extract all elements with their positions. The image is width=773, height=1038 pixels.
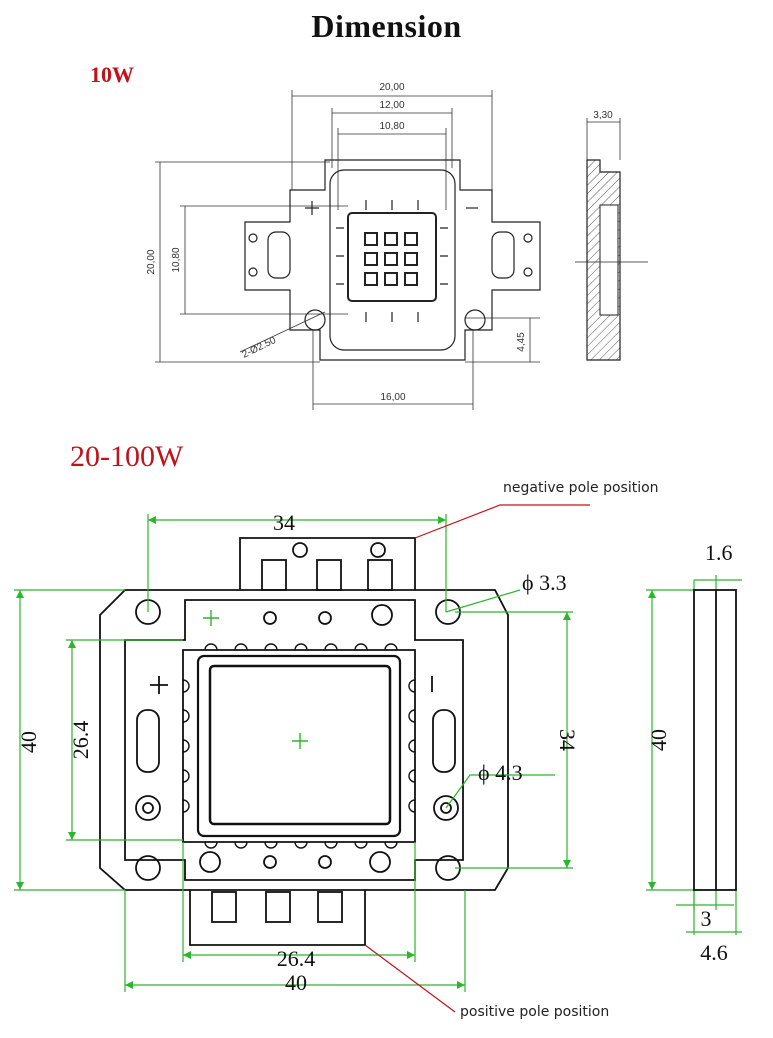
die-window [208, 664, 392, 826]
dimensions-10w [155, 90, 621, 410]
led-10w-pin-left-bot [248, 267, 258, 277]
die-frame-notches [182, 643, 416, 849]
led-10w-chips [364, 232, 418, 286]
dim-hole-large: ϕ 4.3 [478, 760, 523, 785]
dim-hole-small: ϕ 3.3 [522, 570, 567, 595]
annotation-positive-pole: positive pole position [460, 1004, 609, 1020]
dim-side-bottom-outer: 4.6 [700, 940, 728, 965]
dim-inner-height: 26.4 [68, 721, 93, 760]
dimensions-20w [14, 514, 742, 992]
dim-top-width: 34 [273, 510, 295, 535]
led-10w-recess [329, 169, 456, 351]
led-10w-hole-right [464, 309, 486, 331]
annotation-leaders [364, 504, 590, 1013]
led-10w-pin-right-bot [523, 267, 533, 277]
led-10w-slot-right [491, 231, 515, 279]
side-view-20w [693, 589, 737, 891]
dim-bottom-inner: 26.4 [277, 946, 316, 971]
dim-10w-bottom: 16,00 [380, 392, 405, 403]
plus-mark-20w [150, 676, 168, 694]
dim-10w-offset: 4,45 [516, 332, 527, 352]
center-marks [203, 610, 308, 749]
dim-bottom-outer: 40 [285, 970, 307, 995]
section-label-10w: 10W [90, 62, 134, 87]
top-tab [239, 537, 416, 590]
dim-side-thickness: 1.6 [705, 540, 733, 565]
led-10w-pads [336, 200, 448, 322]
led-10w-pin-left-top [248, 233, 258, 243]
led-20w-body [99, 589, 509, 891]
led-10w-pin-right-top [523, 233, 533, 243]
dim-side-bottom-inner: 3 [701, 906, 712, 931]
dim-side-height: 40 [646, 729, 671, 751]
dim-10w-h-inner: 10,80 [171, 247, 182, 272]
plus-mark-10w [305, 201, 319, 215]
annotation-negative-pole: negative pole position [503, 480, 659, 496]
dim-left-height: 40 [16, 731, 41, 753]
drawing-10w [244, 159, 541, 361]
dim-10w-hole: 2-Ø2.50 [240, 335, 278, 361]
die-frame-mid [196, 654, 402, 838]
dim-10w-w-inner: 10,80 [379, 121, 404, 132]
dim-10w-w-outer: 20,00 [379, 82, 404, 93]
led-10w-hole-left [304, 309, 326, 331]
dim-10w-thickness: 3,30 [593, 110, 613, 121]
led-10w-body [244, 159, 541, 361]
dim-10w-h-outer: 20,00 [146, 249, 157, 274]
die-frame-outer [182, 649, 416, 843]
led-10w-slot-left [267, 231, 291, 279]
page-title: Dimension [311, 8, 462, 44]
bottom-tab [189, 890, 366, 946]
dim-10w-w-mid: 12,00 [379, 100, 404, 111]
section-label-20-100w: 20-100W [70, 440, 184, 473]
dim-right-height: 34 [555, 729, 580, 751]
side-view-10w [575, 159, 648, 361]
led-10w-die-frame [347, 212, 437, 302]
